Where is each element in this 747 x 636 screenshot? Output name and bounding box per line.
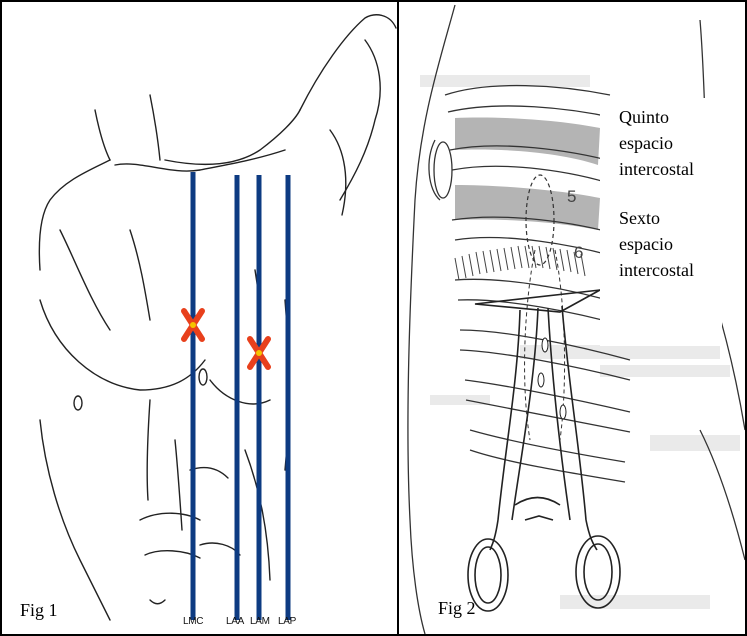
annotation-sixth-line2: espacio <box>619 231 694 257</box>
rib-number-5: 5 <box>567 187 576 206</box>
annotation-fifth-line2: espacio <box>619 130 694 156</box>
annotation-sixth-line1: Sexto <box>619 205 694 231</box>
annotation-fifth-line3: intercostal <box>619 156 694 182</box>
rib-number-6: 6 <box>574 243 583 262</box>
annotation-fifth-line1: Quinto <box>619 104 694 130</box>
annotation-sixth-space: Sexto espacio intercostal <box>619 205 694 283</box>
shaded-fifth-space <box>455 117 600 165</box>
shaded-sixth-space <box>455 185 600 230</box>
annotation-sixth-line3: intercostal <box>619 257 694 283</box>
annotation-fifth-space: Quinto espacio intercostal <box>619 104 694 182</box>
figure2-label: Fig 2 <box>438 598 476 619</box>
